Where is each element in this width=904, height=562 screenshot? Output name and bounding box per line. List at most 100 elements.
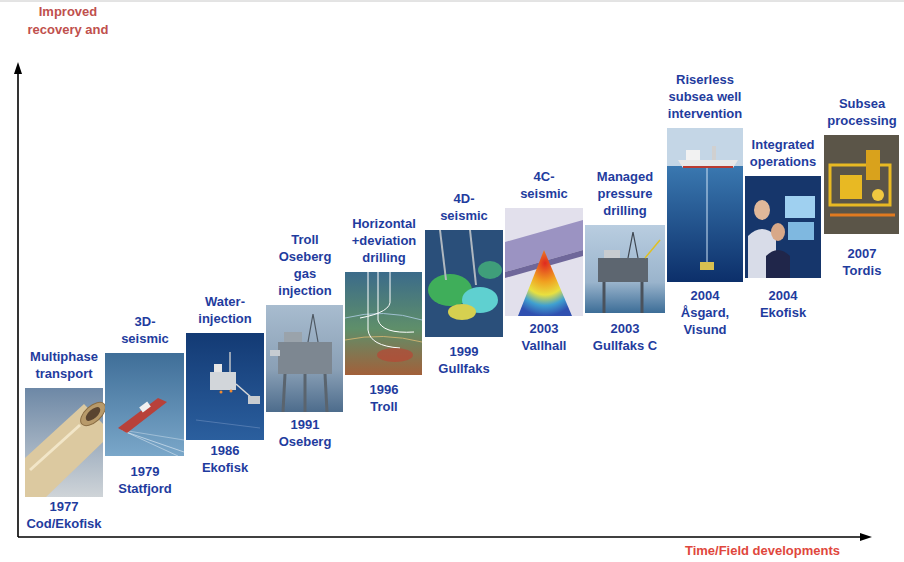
seismic-4d-photo — [440, 230, 446, 280]
technology-name: Integrated operations — [742, 136, 824, 170]
drilling-platform-photo — [645, 240, 660, 258]
seismic-vessel-photo — [126, 432, 178, 456]
drilling-platform-photo — [604, 250, 620, 258]
water-injection-photo — [186, 333, 264, 440]
drilling-platform-photo — [628, 232, 638, 258]
milestone: Integrated operations2004 Ekofisk — [742, 136, 824, 321]
seismic-4d-photo — [470, 230, 476, 285]
year-field: 1977 Cod/Ekofisk — [19, 498, 109, 532]
technology-name: Troll Oseberg gas injection — [270, 231, 340, 299]
milestone: Troll Oseberg gas injection 1991 Oseberg — [270, 231, 340, 450]
water-injection-photo — [236, 384, 252, 398]
seismic-4d-photo — [425, 230, 503, 337]
year-field: 1986 Ekofisk — [192, 442, 258, 476]
year-field: 1999 Gullfaks — [431, 343, 497, 377]
intervention-vessel-photo — [667, 128, 743, 282]
milestone: Horizontal +deviation drilling 1996 Troll — [343, 215, 425, 415]
seismic-4d-photo — [448, 304, 476, 320]
intervention-vessel-photo — [667, 166, 743, 282]
seismic-4d-photo — [425, 230, 503, 337]
intervention-vessel-photo — [700, 262, 714, 270]
technology-name: Water-injection — [184, 293, 266, 327]
axis-title: Time/Field developments — [655, 543, 870, 558]
operations-room-photo — [745, 176, 821, 278]
frame-line — [0, 1, 904, 2]
operations-room-photo — [754, 200, 770, 220]
year-field: 2004 Åsgard, Visund — [673, 287, 737, 338]
pipe-photo — [83, 405, 102, 424]
water-injection-photo — [220, 391, 223, 394]
drilling-platform-photo — [603, 282, 606, 313]
milestone: 4C-seismic 2003 Vallhall — [511, 168, 577, 354]
gas-platform-photo — [284, 332, 302, 342]
water-injection-photo — [248, 396, 260, 404]
axes — [18, 536, 862, 538]
year-field: 1979 Statfjord — [109, 463, 181, 497]
seismic-4c-photo — [518, 250, 572, 316]
seismic-vessel-photo — [139, 402, 151, 413]
seismic-vessel-photo — [105, 353, 184, 456]
operations-room-photo — [788, 222, 814, 240]
year-field: 2003 Vallhall — [511, 320, 577, 354]
seismic-vessel-photo — [105, 353, 184, 456]
milestone: Multiphase transport 1977 Cod/Ekofisk — [19, 348, 109, 532]
subsea-processing-photo — [830, 165, 890, 205]
horizontal-drilling-photo — [345, 272, 422, 375]
milestone: Subsea processing 2007 Tordis — [821, 95, 903, 279]
seismic-vessel-photo — [122, 430, 184, 440]
year-field: 2003 Gullfaks C — [588, 320, 662, 354]
technology-name: 4C-seismic — [516, 168, 572, 202]
horizontal-drilling-photo — [377, 348, 413, 362]
operations-room-photo — [766, 250, 790, 278]
gas-platform-photo — [266, 305, 343, 412]
operations-room-photo — [771, 223, 785, 241]
year-field: 2007 Tordis — [829, 245, 895, 279]
gas-platform-photo — [278, 342, 332, 374]
horizontal-drilling-photo — [378, 272, 414, 332]
subsea-processing-photo — [824, 135, 899, 234]
water-injection-photo — [214, 364, 222, 372]
water-injection-photo — [230, 390, 233, 393]
milestone: Managed pressure drilling 2003 Gullfaks C — [584, 168, 666, 354]
subsea-processing-photo — [866, 150, 880, 180]
horizontal-drilling-photo — [360, 272, 390, 318]
axes — [14, 62, 872, 541]
technology-name: Riserless subsea well intervention — [664, 71, 746, 122]
seismic-4c-photo — [505, 208, 583, 316]
subsea-processing-photo — [872, 189, 884, 201]
milestone: 4D-seismic1999 Gullfaks — [431, 190, 497, 377]
milestone: Riserless subsea well intervention 2004 Å… — [664, 71, 746, 338]
seismic-4d-photo — [478, 261, 502, 279]
axes — [17, 72, 19, 537]
gas-platform-photo — [308, 314, 318, 342]
water-injection-photo — [186, 333, 264, 440]
pipe-photo — [25, 388, 103, 497]
drilling-platform-photo — [598, 258, 648, 282]
pipe-photo — [25, 388, 110, 497]
axes — [14, 62, 22, 74]
subsea-processing-photo — [840, 175, 862, 199]
year-field: 1996 Troll — [359, 381, 409, 415]
gas-platform-photo — [304, 374, 307, 412]
intervention-vessel-photo — [686, 150, 700, 160]
horizontal-drilling-photo — [345, 272, 422, 375]
intervention-vessel-photo — [707, 168, 708, 262]
drilling-platform-photo — [585, 225, 665, 313]
pipe-photo — [76, 398, 109, 430]
water-injection-photo — [196, 420, 260, 428]
technology-name: 3D-seismic — [117, 313, 173, 347]
milestone: Water-injection 1986 Ekofisk — [184, 293, 266, 476]
technology-name: Managed pressure drilling — [584, 168, 666, 219]
axis-title: Improved recovery and — [20, 3, 116, 39]
technology-name: Multiphase transport — [23, 348, 105, 382]
technology-name: Subsea processing — [821, 95, 903, 129]
operations-room-photo — [745, 176, 821, 278]
gas-platform-photo — [283, 374, 285, 412]
pipe-photo — [25, 404, 103, 497]
milestone: 3D-seismic 1979 Statfjord — [109, 313, 181, 497]
technology-name: Horizontal +deviation drilling — [343, 215, 425, 266]
gas-platform-photo — [266, 305, 343, 412]
year-field: 1991 Oseberg — [272, 416, 338, 450]
intervention-vessel-photo — [712, 146, 716, 160]
